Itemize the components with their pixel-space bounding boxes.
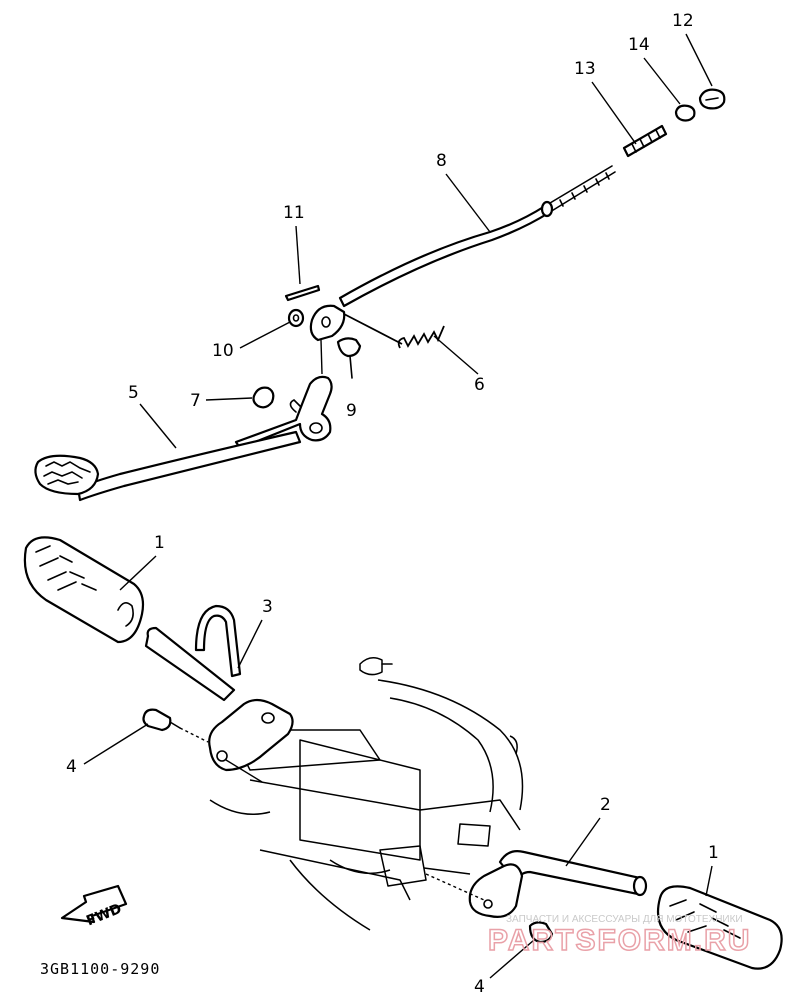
callout-13: 13 [574, 59, 596, 79]
callout-11: 11 [283, 203, 305, 223]
part-1-footrest-rubber-left [23, 536, 145, 644]
callout-10: 10 [212, 341, 234, 361]
callout-1-left: 1 [154, 533, 165, 553]
callout-1-right: 1 [708, 843, 719, 863]
frame-outline [209, 657, 524, 931]
part-12-grommet [698, 88, 726, 110]
part-6-spring [343, 313, 445, 349]
part-14-nut [674, 104, 696, 122]
part-9-pin [336, 337, 362, 379]
callout-4-upper: 4 [66, 757, 77, 777]
callout-12: 12 [672, 11, 694, 31]
callout-3: 3 [262, 597, 273, 617]
watermark-caption: ЗАПЧАСТИ И АКСЕССУАРЫ ДЛЯ МОТОТЕХНИКИ [506, 914, 743, 925]
part-11-cotter-pin [284, 284, 321, 302]
part-7-collar [252, 386, 275, 409]
rod-clevis [309, 304, 346, 342]
part-13-adjuster [622, 124, 668, 158]
callout-7: 7 [190, 391, 201, 411]
forward-direction-arrow: FWD [60, 884, 128, 929]
part-1-footrest-rubber-right [656, 885, 783, 970]
part-5-brake-pedal [34, 375, 333, 502]
part-3-footrest-bracket [144, 604, 294, 783]
callout-2: 2 [600, 795, 611, 815]
part-10-washer [287, 308, 305, 328]
part-8-brake-rod [338, 165, 616, 308]
part-2-footrest-bracket [425, 850, 648, 918]
callout-14: 14 [628, 35, 650, 55]
callout-8: 8 [436, 151, 447, 171]
watermark-logo: PARTSFORM.RU [488, 924, 751, 957]
callout-4-lower: 4 [474, 977, 485, 997]
callout-6: 6 [474, 375, 485, 395]
callout-5: 5 [128, 383, 139, 403]
part-4-bolt-upper [142, 708, 209, 743]
part-4-bolt-lower [528, 921, 554, 944]
callout-9: 9 [346, 401, 357, 421]
diagram-reference-code: 3GB1100-9290 [40, 960, 160, 978]
callout-group: 12 14 13 8 11 10 6 9 7 5 1 3 4 2 1 4 [66, 11, 719, 997]
